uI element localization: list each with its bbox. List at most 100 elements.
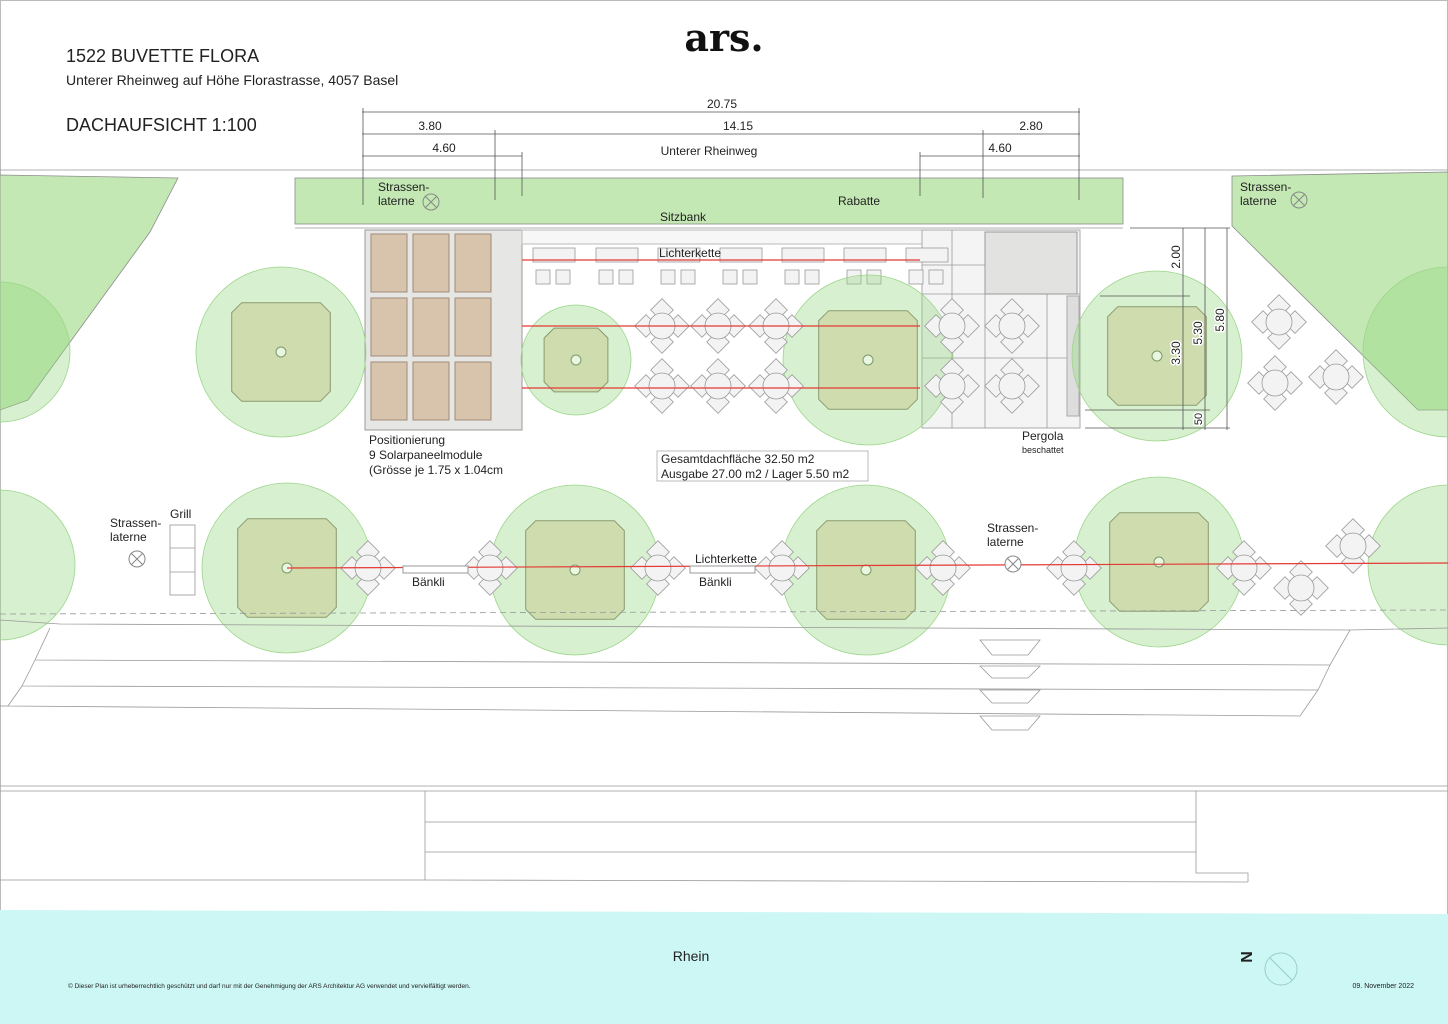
- copyright-note: © Dieser Plan ist urheberrechtlich gesch…: [68, 982, 471, 990]
- stool: [535, 269, 551, 285]
- north-arrow-icon: N: [1239, 951, 1298, 986]
- stool: [660, 269, 676, 285]
- round-table: [1287, 574, 1315, 602]
- lamp-label-4a: Strassen-: [987, 521, 1038, 535]
- bar-table: [905, 247, 949, 263]
- table-set: [690, 298, 746, 354]
- stool: [866, 269, 882, 285]
- bar-stools: [532, 247, 949, 285]
- round-table: [998, 372, 1026, 400]
- bar-table: [781, 247, 825, 263]
- table-set: [1251, 294, 1307, 350]
- pergola-wall: [1066, 295, 1080, 417]
- table-set: [1308, 349, 1364, 405]
- stool: [598, 269, 614, 285]
- street-lamp-icon: [128, 550, 146, 568]
- round-table: [929, 554, 957, 582]
- dim-vertical-mid: 3.30: [1169, 341, 1183, 365]
- sitzbank-label: Sitzbank: [660, 210, 707, 224]
- tree-trunk: [275, 346, 287, 358]
- project-address: Unterer Rheinweg auf Höhe Florastrasse, …: [66, 72, 398, 88]
- pergola-sublabel: beschattet: [1022, 445, 1064, 455]
- lamp-label-3a: Strassen-: [110, 516, 161, 530]
- round-table: [644, 554, 672, 582]
- solar-panel: [454, 297, 492, 357]
- dim-right-offset: 4.60: [988, 141, 1012, 155]
- table-set: [462, 540, 518, 596]
- table-set: [1325, 518, 1381, 574]
- project-title: 1522 BUVETTE FLORA: [66, 46, 259, 66]
- lamp-label-3b: laterne: [110, 530, 147, 544]
- round-table: [476, 554, 504, 582]
- table-set: [915, 540, 971, 596]
- dim-vertical-inner: 5.30: [1191, 321, 1205, 345]
- pergola-label: Pergola: [1022, 429, 1064, 443]
- green-area-right: [1231, 171, 1448, 411]
- area-info-box: [656, 450, 869, 482]
- tree-canopy: [1367, 484, 1448, 646]
- round-table: [762, 372, 790, 400]
- solar-panel: [412, 297, 450, 357]
- solar-note-3: (Grösse je 1.75 x 1.04cm: [369, 463, 503, 477]
- table-set: [690, 358, 746, 414]
- table-set: [634, 358, 690, 414]
- bench: [402, 565, 469, 574]
- table-set: [924, 358, 980, 414]
- vertical-dimension-lines: [1085, 227, 1230, 430]
- plan-date: 09. November 2022: [1353, 983, 1415, 990]
- lamp-label-4b: laterne: [987, 535, 1024, 549]
- bar-table: [532, 247, 576, 263]
- tree-canopy: [0, 489, 76, 641]
- tree-trunk: [860, 564, 872, 576]
- table-set: [1247, 355, 1303, 411]
- round-table: [704, 372, 732, 400]
- grill-label: Grill: [170, 507, 191, 521]
- solar-note-2: 9 Solarpaneelmodule: [369, 448, 483, 462]
- table-set: [984, 298, 1040, 354]
- solar-panel: [370, 361, 408, 421]
- solar-panel-grid: [370, 233, 492, 421]
- solar-panel: [370, 297, 408, 357]
- tree-trunk: [570, 354, 582, 366]
- round-table: [1265, 308, 1293, 336]
- solar-panel: [454, 361, 492, 421]
- stool: [680, 269, 696, 285]
- tree-trunk: [862, 354, 874, 366]
- stool: [804, 269, 820, 285]
- light-chains: [286, 259, 1448, 569]
- table-set: [748, 298, 804, 354]
- lamp-label-2a: Strassen-: [1240, 180, 1291, 194]
- tree-canopy: [0, 281, 71, 423]
- dim-vertical-top: 2.00: [1169, 245, 1183, 269]
- bar-table: [595, 247, 639, 263]
- table-set: [630, 540, 686, 596]
- baenkli-label-1: Bänkli: [412, 575, 445, 589]
- stool: [846, 269, 862, 285]
- green-area-left: [0, 174, 179, 411]
- table-sets: [340, 294, 1381, 616]
- rabatte-label: Rabatte: [838, 194, 880, 208]
- round-table: [648, 372, 676, 400]
- dim-right: 2.80: [1019, 119, 1043, 133]
- round-table: [1230, 554, 1258, 582]
- bar-table: [843, 247, 887, 263]
- dim-left-offset: 4.60: [432, 141, 456, 155]
- dim-total: 20.75: [707, 97, 737, 111]
- stool: [722, 269, 738, 285]
- bench: [689, 565, 756, 574]
- stool: [618, 269, 634, 285]
- plan-title: DACHAUFSICHT 1:100: [66, 115, 257, 135]
- table-set: [748, 358, 804, 414]
- stool: [928, 269, 944, 285]
- table-set: [984, 358, 1040, 414]
- area-split: Ausgabe 27.00 m2 / Lager 5.50 m2: [661, 467, 849, 481]
- round-table: [1261, 369, 1289, 397]
- dim-middle: 14.15: [723, 119, 753, 133]
- tree-trunk: [1151, 350, 1163, 362]
- dim-vertical-bottom: 50: [1193, 413, 1205, 425]
- round-table: [938, 312, 966, 340]
- grill: [169, 524, 196, 596]
- round-table: [1060, 554, 1088, 582]
- street-label: Unterer Rheinweg: [661, 144, 758, 158]
